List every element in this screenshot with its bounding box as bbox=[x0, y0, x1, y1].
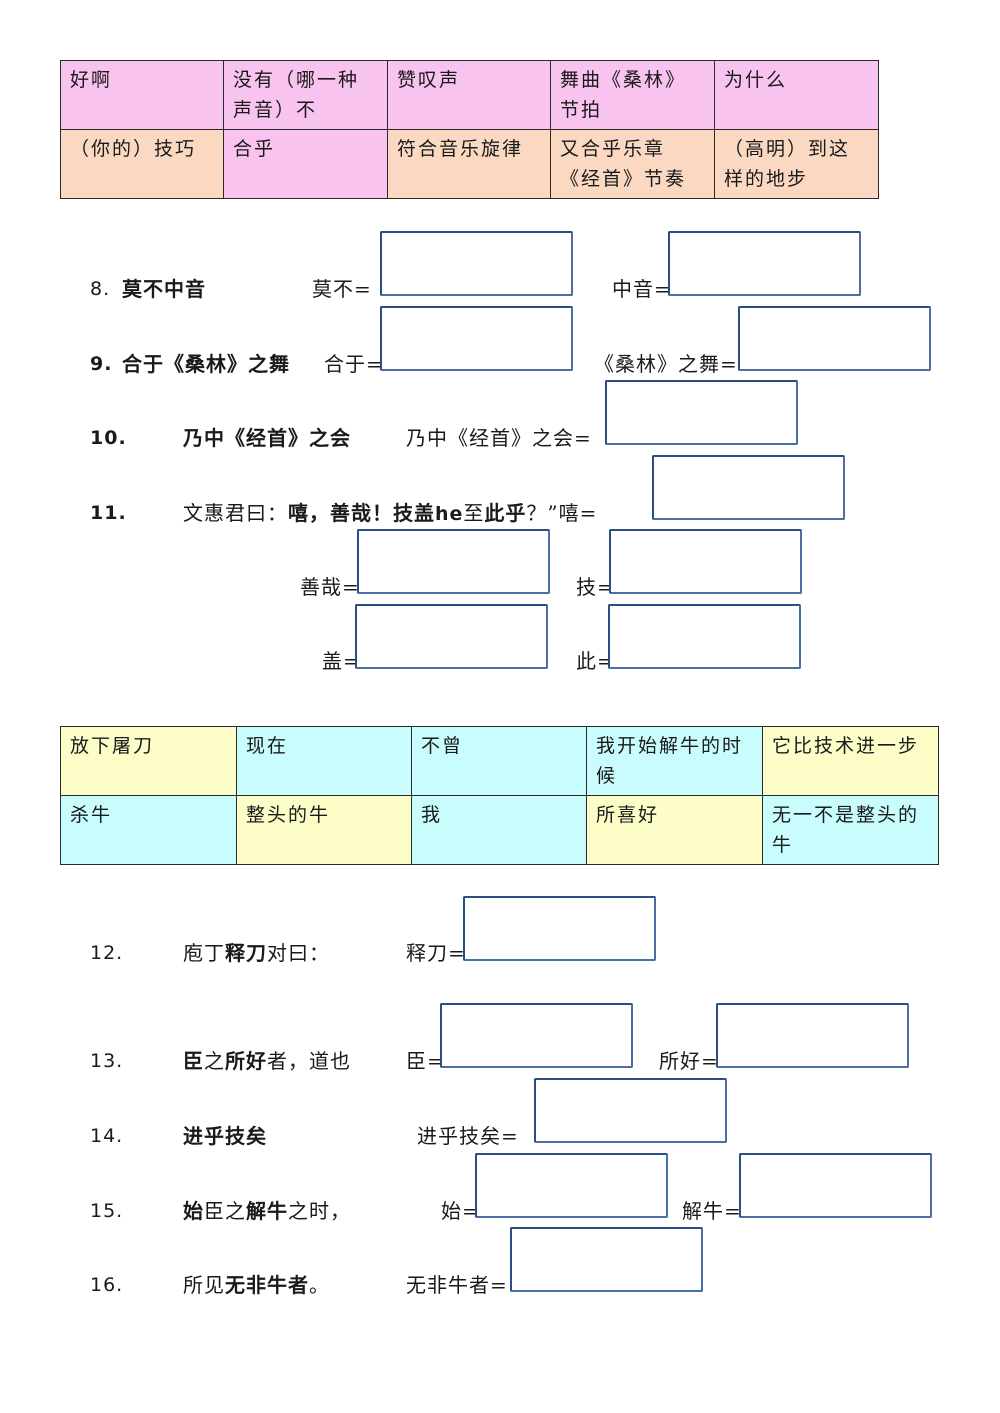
table2-cell[interactable]: 整头的牛 bbox=[236, 795, 412, 865]
answer-box[interactable] bbox=[668, 231, 861, 296]
answer-label: 盖= bbox=[322, 649, 361, 673]
table2-cell[interactable]: 所喜好 bbox=[586, 795, 763, 865]
answer-label: 释刀= bbox=[406, 941, 466, 965]
table2-cell[interactable]: 不曾 bbox=[411, 726, 587, 796]
question-text: 始 bbox=[183, 1199, 204, 1223]
table2-cell[interactable]: 现在 bbox=[236, 726, 412, 796]
vocab-table-2: 放下屠刀 现在 不曾 我开始解牛的时候 它比技术进一步 杀牛 整头的牛 我 所喜… bbox=[60, 726, 939, 865]
answer-label: 技= bbox=[576, 575, 615, 599]
table1-cell[interactable]: 为什么 bbox=[714, 60, 879, 130]
answer-box[interactable] bbox=[609, 529, 802, 594]
question-phrase: 庖丁释刀对曰： bbox=[183, 940, 330, 966]
question-number: 13. bbox=[90, 1050, 124, 1072]
question-phrase: 所见无非牛者。 bbox=[183, 1272, 330, 1298]
question-text: 所见 bbox=[183, 1273, 225, 1297]
question-phrase: 莫不中音 bbox=[122, 277, 206, 301]
question-text: 此乎 bbox=[484, 501, 527, 525]
question-number: 9. bbox=[90, 353, 113, 375]
answer-box[interactable] bbox=[739, 1153, 932, 1218]
question-number: 12. bbox=[90, 942, 124, 964]
answer-box[interactable] bbox=[380, 306, 573, 371]
answer-box[interactable] bbox=[463, 896, 656, 961]
answer-box[interactable] bbox=[716, 1003, 909, 1068]
answer-label: 乃中《经首》之会= bbox=[406, 426, 592, 450]
question-phrase: 臣之所好者，道也 bbox=[183, 1048, 351, 1074]
answer-box[interactable] bbox=[652, 455, 845, 520]
answer-box[interactable] bbox=[510, 1227, 703, 1292]
question-phrase: 进乎技矣 bbox=[183, 1124, 267, 1148]
question-text: 释刀 bbox=[225, 941, 267, 965]
question-text: 者，道也 bbox=[267, 1049, 351, 1073]
question-number: 11. bbox=[90, 502, 127, 524]
answer-box[interactable] bbox=[357, 529, 550, 594]
question-text: 嘻，善哉！技盖 bbox=[288, 501, 435, 525]
table2-cell[interactable]: 无一不是整头的牛 bbox=[762, 795, 939, 865]
answer-label: 解牛= bbox=[682, 1199, 742, 1223]
table2-cell[interactable]: 我开始解牛的时候 bbox=[586, 726, 763, 796]
question-number: 15. bbox=[90, 1200, 124, 1222]
question-text: 臣之 bbox=[204, 1199, 246, 1223]
question-text: 对曰： bbox=[267, 941, 330, 965]
table1-cell[interactable]: 符合音乐旋律 bbox=[387, 129, 551, 199]
answer-box[interactable] bbox=[440, 1003, 633, 1068]
table2-cell[interactable]: 放下屠刀 bbox=[60, 726, 237, 796]
table1-cell[interactable]: （你的）技巧 bbox=[60, 129, 224, 199]
answer-label: 合于= bbox=[324, 352, 384, 376]
answer-box[interactable] bbox=[534, 1078, 727, 1143]
question-text: 文惠君曰： bbox=[183, 501, 288, 525]
question-text: 无非牛者 bbox=[225, 1273, 309, 1297]
answer-box[interactable] bbox=[605, 380, 798, 445]
answer-label: 《桑林》之舞= bbox=[594, 352, 738, 376]
table2-cell[interactable]: 它比技术进一步 bbox=[762, 726, 939, 796]
question-text: 庖丁 bbox=[183, 941, 225, 965]
answer-box[interactable] bbox=[738, 306, 931, 371]
question-phrase: 合于《桑林》之舞 bbox=[122, 352, 290, 376]
question-number: 16. bbox=[90, 1274, 124, 1296]
question-text: 之时， bbox=[288, 1199, 351, 1223]
question-phrase: 文惠君曰：嘻，善哉！技盖he至此乎？”嘻= bbox=[183, 500, 597, 527]
vocab-table-1: 好啊 没有（哪一种声音）不 赞叹声 舞曲《桑林》节拍 为什么 （你的）技巧 合乎… bbox=[60, 60, 879, 199]
table2-cell[interactable]: 我 bbox=[411, 795, 587, 865]
question-number: 14. bbox=[90, 1125, 124, 1147]
question-phrase: 始臣之解牛之时， bbox=[183, 1198, 351, 1224]
table1-cell[interactable]: 赞叹声 bbox=[387, 60, 551, 130]
answer-box[interactable] bbox=[475, 1153, 668, 1218]
answer-label: 无非牛者= bbox=[406, 1273, 508, 1297]
table1-cell[interactable]: 合乎 bbox=[223, 129, 388, 199]
answer-label: 始= bbox=[441, 1199, 480, 1223]
table1-cell[interactable]: 好啊 bbox=[60, 60, 224, 130]
answer-box[interactable] bbox=[380, 231, 573, 296]
question-number: 10. bbox=[90, 427, 127, 449]
question-text: 。 bbox=[309, 1273, 330, 1297]
answer-label: 中音= bbox=[612, 277, 672, 301]
question-number: 8. bbox=[90, 278, 111, 300]
answer-box[interactable] bbox=[608, 604, 801, 669]
question-text: ？”嘻= bbox=[526, 501, 598, 525]
answer-box[interactable] bbox=[355, 604, 548, 669]
answer-label: 莫不= bbox=[312, 277, 372, 301]
answer-label: 善哉= bbox=[300, 575, 360, 599]
question-text: 臣 bbox=[183, 1049, 204, 1073]
table1-cell[interactable]: 又合乎乐章《经首》节奏 bbox=[550, 129, 715, 199]
question-text: 所好 bbox=[225, 1049, 267, 1073]
table1-cell[interactable]: （高明）到这样的地步 bbox=[714, 129, 879, 199]
question-phrase: 乃中《经首》之会 bbox=[183, 426, 351, 450]
answer-label: 进乎技矣= bbox=[417, 1124, 519, 1148]
question-text: 之 bbox=[204, 1049, 225, 1073]
table2-cell[interactable]: 杀牛 bbox=[60, 795, 237, 865]
table1-cell[interactable]: 舞曲《桑林》节拍 bbox=[550, 60, 715, 130]
question-text: 至 bbox=[463, 501, 485, 525]
answer-label: 臣= bbox=[406, 1049, 445, 1073]
question-text: he bbox=[435, 503, 464, 525]
table1-cell[interactable]: 没有（哪一种声音）不 bbox=[223, 60, 388, 130]
answer-label: 所好= bbox=[659, 1049, 719, 1073]
answer-label: 此= bbox=[576, 649, 615, 673]
question-text: 解牛 bbox=[246, 1199, 288, 1223]
